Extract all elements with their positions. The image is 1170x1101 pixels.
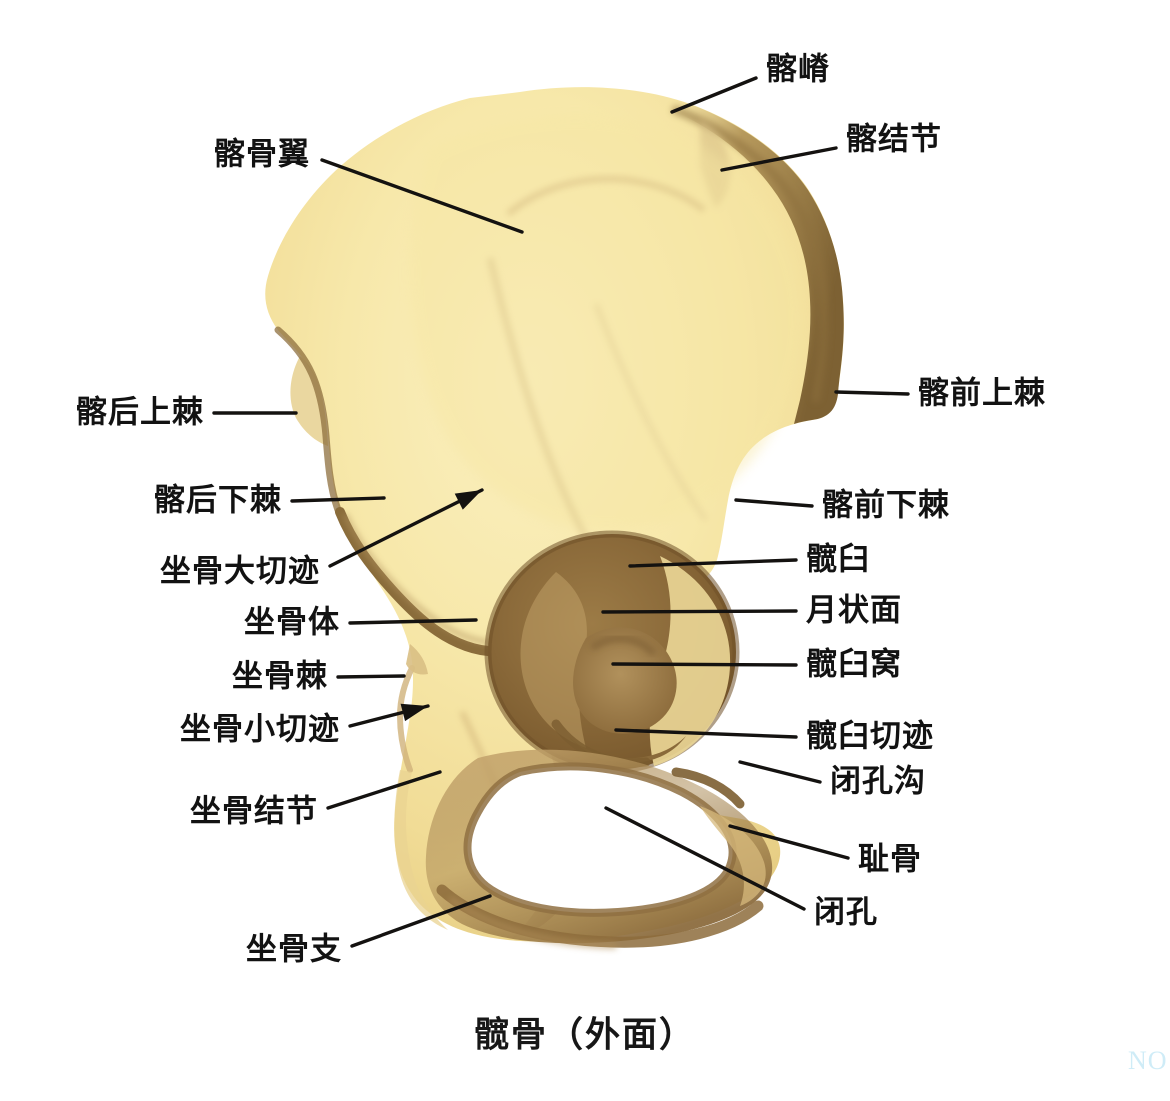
leader-obturator-foramen — [604, 806, 806, 911]
psis-shade — [290, 356, 328, 446]
arrowhead-lesser-sciatic-notch — [400, 703, 428, 722]
leader-posterior-inferior-iliac-spine — [290, 496, 386, 503]
leader-ischial-spine — [336, 674, 406, 679]
pubis-obturator-group — [425, 749, 773, 949]
label-ramus-of-ischium: 坐骨支 — [246, 931, 342, 968]
posterior-gluteal-line — [506, 176, 706, 217]
label-body-of-ischium: 坐骨体 — [244, 604, 340, 641]
label-posterior-inferior-iliac-spine: 髂后下棘 — [154, 482, 282, 519]
label-obturator-groove: 闭孔沟 — [830, 763, 926, 800]
leader-iliac-crest — [670, 76, 758, 114]
figure-caption: 髋骨（外面） — [473, 1015, 697, 1056]
label-ischial-spine: 坐骨棘 — [232, 658, 328, 695]
posterior-border — [274, 326, 342, 514]
leader-greater-sciatic-notch — [328, 488, 484, 568]
label-iliac-crest: 髂嵴 — [766, 51, 830, 88]
ischial-spine-tip — [406, 644, 428, 675]
obturator-groove — [671, 767, 745, 809]
leader-lines — [212, 76, 910, 948]
label-acetabulum: 髋臼 — [806, 541, 870, 578]
leader-anterior-superior-iliac-spine — [834, 390, 910, 396]
obturator-foramen-rim — [463, 762, 737, 917]
anterior-gluteal-line — [486, 257, 600, 558]
iliac-crest-rim — [680, 104, 844, 424]
bone-body — [265, 87, 844, 942]
leader-anterior-inferior-iliac-spine — [734, 498, 814, 508]
ischial-tuberosity-shade — [394, 770, 448, 930]
label-lesser-sciatic-notch: 坐骨小切迹 — [180, 711, 340, 748]
crest-shadow — [671, 105, 829, 403]
label-pubis: 耻骨 — [858, 841, 922, 878]
leader-acetabulum — [628, 558, 798, 568]
leader-ramus-of-ischium — [350, 894, 492, 948]
inferior-gluteal-line — [593, 302, 709, 522]
obturator-foramen — [467, 766, 733, 913]
leader-acetabular-notch — [614, 728, 798, 739]
arrowhead-greater-sciatic-notch — [454, 490, 482, 510]
lunate-surface — [649, 556, 731, 766]
acetabulum-group — [484, 530, 740, 774]
leader-arrowheads — [400, 490, 482, 722]
lesser-sciatic-notch-edge — [396, 665, 415, 773]
label-iliac-tubercle: 髂结节 — [846, 121, 942, 158]
label-acetabular-fossa: 髋臼窝 — [806, 646, 902, 683]
leader-lunate-surface — [601, 609, 798, 614]
label-anterior-superior-iliac-spine: 髂前上棘 — [918, 375, 1046, 412]
leader-iliac-tubercle — [720, 146, 838, 172]
label-acetabular-notch: 髋臼切迹 — [806, 718, 934, 755]
leader-body-of-ischium — [348, 618, 478, 625]
leader-obturator-groove — [738, 760, 822, 784]
label-posterior-superior-iliac-spine: 髂后上棘 — [76, 394, 204, 431]
leader-ischial-tuberosity — [326, 770, 442, 810]
label-anterior-inferior-iliac-spine: 髂前下棘 — [822, 487, 950, 524]
leader-acetabular-fossa — [611, 662, 798, 667]
label-obturator-foramen: 闭孔 — [814, 894, 878, 931]
leader-pubis — [728, 824, 850, 860]
label-ischial-tuberosity: 坐骨结节 — [190, 793, 318, 830]
fossa-shadow — [590, 635, 657, 657]
ramus-highlight — [449, 897, 617, 949]
label-lunate-surface: 月状面 — [806, 592, 902, 629]
leader-ala-of-ilium — [320, 158, 524, 234]
lunate-surface-posterior — [520, 572, 587, 748]
label-ala-of-ilium: 髂骨翼 — [214, 136, 310, 173]
watermark: NO — [1128, 1046, 1168, 1075]
label-greater-sciatic-notch: 坐骨大切迹 — [160, 553, 320, 590]
